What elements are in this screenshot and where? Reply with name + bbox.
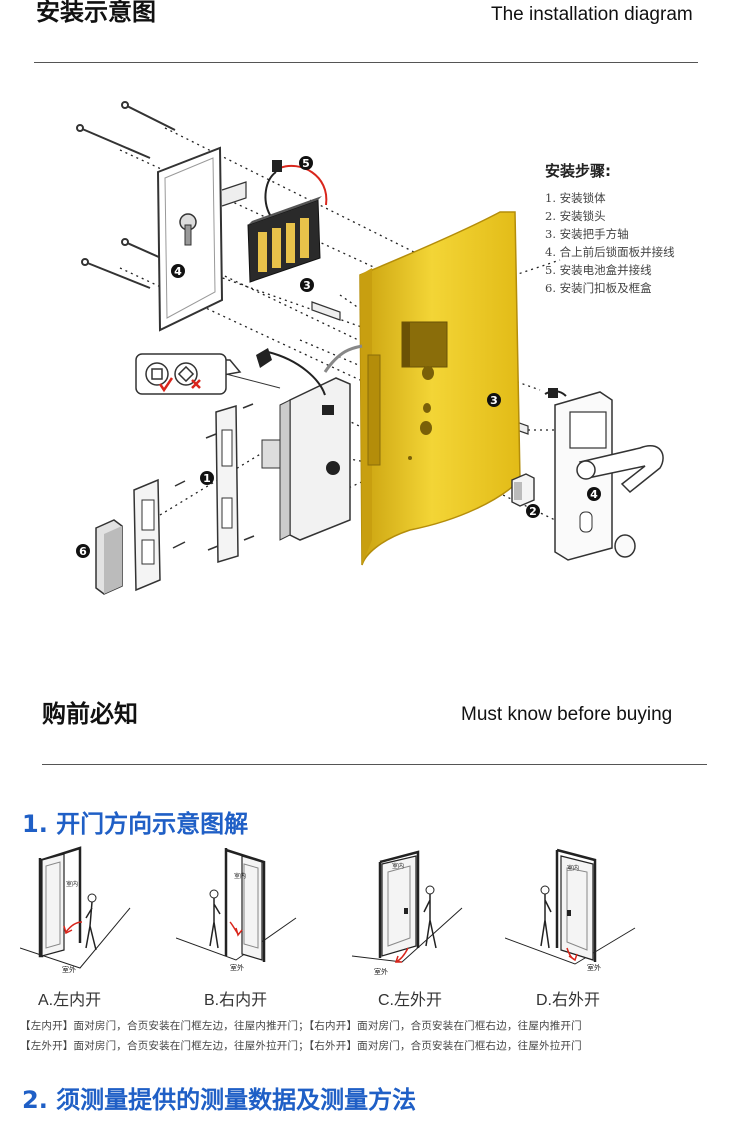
exploded-lock-diagram: 1 2 3 3 4 4 5 6 — [76, 101, 664, 595]
know-divider — [42, 764, 707, 765]
callouts: 1 2 3 3 4 4 5 6 — [76, 156, 601, 558]
know-title-cn: 购前必知 — [42, 700, 138, 728]
cross-mark-icon — [191, 379, 201, 389]
back-panel — [156, 146, 247, 332]
install-title-cn: 安装示意图 — [36, 0, 156, 26]
door-a-outside-label: 室外 — [62, 965, 76, 974]
lock-faceplate — [215, 404, 239, 564]
strike-plate — [133, 478, 161, 592]
frame-box — [95, 519, 123, 595]
door-note-outward: 【左外开】面对房门，合页安装在门框左边，往屋外拉开门；【右外开】面对房门，合页安… — [20, 1040, 582, 1052]
spindle-orientation-inset — [135, 353, 281, 395]
small-screws — [172, 403, 255, 551]
callout-4: 4 — [174, 265, 182, 278]
door-slab — [359, 211, 521, 566]
install-step: 3. 安装把手方轴 — [545, 227, 629, 241]
door-b-inside-label: 室内 — [234, 872, 246, 880]
section1-title: 1. 开门方向示意图解 — [22, 810, 249, 838]
callout-3b: 3 — [490, 394, 498, 407]
door-note-inward: 【左内开】面对房门，合页安装在门框左边，往屋内推开门；【右内开】面对房门，合页安… — [20, 1020, 582, 1032]
install-step: 1. 安装锁体 — [545, 191, 606, 205]
lever-handle — [578, 445, 664, 494]
install-divider — [34, 62, 698, 63]
door-diagram-b: 室内 室外 — [176, 848, 297, 972]
door-c-outside-label: 室外 — [374, 967, 388, 976]
door-d-inside-label: 室内 — [567, 864, 579, 872]
callout-5: 5 — [302, 157, 310, 170]
door-c-inside-label: 室内 — [392, 862, 404, 870]
callout-6: 6 — [79, 545, 87, 558]
door-diagram-d: 室内 室外 — [505, 848, 636, 972]
install-steps-title: 安装步骤: — [545, 162, 611, 180]
door-diagram-c: 室内 室外 — [351, 850, 463, 976]
install-step: 4. 合上前后锁面板并接线 — [545, 245, 675, 259]
know-title-en: Must know before buying — [461, 704, 673, 725]
door-caption-a: A.左内开 — [38, 992, 102, 1009]
door-caption-b: B.右内开 — [204, 992, 268, 1009]
front-panel — [544, 388, 664, 561]
spindle-left — [311, 301, 341, 321]
lock-cylinder — [511, 473, 535, 507]
door-caption-c: C.左外开 — [378, 992, 443, 1009]
install-step: 2. 安装锁头 — [545, 209, 606, 223]
door-b-outside-label: 室外 — [230, 963, 244, 972]
mortise-lock-body — [256, 344, 363, 541]
check-mark-icon — [158, 377, 174, 393]
callout-4b: 4 — [590, 488, 598, 501]
install-step: 5. 安装电池盒并接线 — [545, 263, 652, 277]
install-title-en: The installation diagram — [491, 4, 693, 25]
door-d-outside-label: 室外 — [587, 963, 601, 972]
section2-title: 2. 须测量提供的测量数据及测量方法 — [22, 1086, 417, 1114]
door-caption-d: D.右外开 — [536, 992, 601, 1009]
battery-box — [247, 160, 328, 283]
rosette-cover — [614, 534, 636, 558]
callout-1: 1 — [203, 472, 211, 485]
door-a-inside-label: 室内 — [66, 880, 78, 888]
install-step: 6. 安装门扣板及框盒 — [545, 281, 652, 295]
door-diagram-a: 室内 室外 — [20, 846, 131, 974]
callout-3: 3 — [303, 279, 311, 292]
install-steps: 安装步骤: 1. 安装锁体 2. 安装锁头 3. 安装把手方轴 4. 合上前后锁… — [545, 160, 745, 297]
callout-2: 2 — [529, 505, 537, 518]
